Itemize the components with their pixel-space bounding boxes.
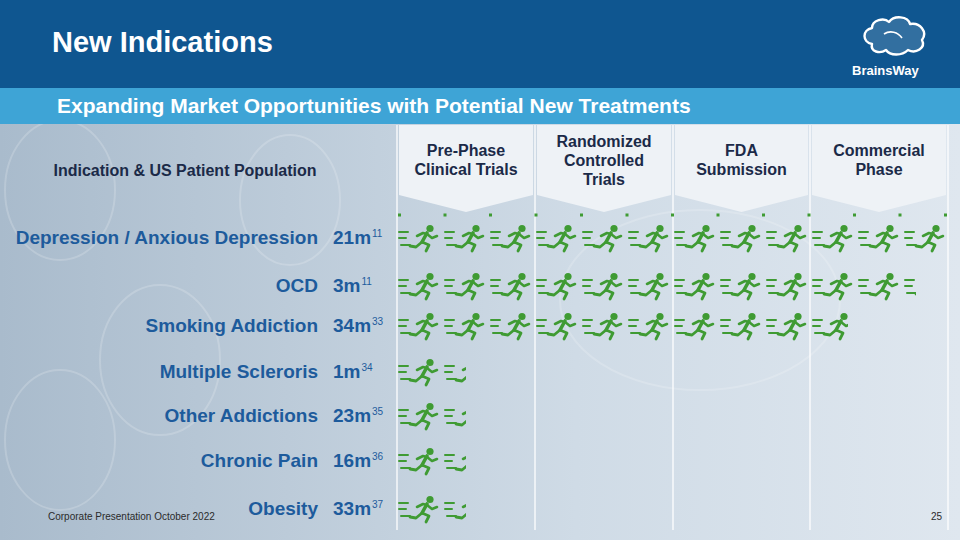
phase-header-text: Pre-Phase Clinical Trials [405, 141, 527, 179]
phase-chevron: Pre-Phase Clinical Trials [399, 125, 533, 212]
progress-bar [398, 494, 466, 524]
population-cell: 16m36 [333, 450, 383, 475]
slide-title: New Indications [52, 26, 273, 59]
column-separators [397, 125, 948, 530]
phase-chevron: Randomized Controlled Trials [537, 125, 671, 212]
title-band [0, 0, 960, 88]
phase-chevron: Commercial Phase [812, 125, 946, 212]
population-value: 33m [333, 498, 371, 519]
chevron-fill [812, 125, 946, 212]
population-cell: 23m35 [333, 405, 383, 430]
population-value: 23m [333, 405, 371, 426]
phase-header-text: Randomized Controlled Trials [543, 132, 665, 189]
chevron-fill [399, 125, 533, 212]
indication-name: OCD [276, 275, 318, 297]
progress-bar [398, 311, 848, 341]
logo-wordmark: BrainsWay [852, 63, 919, 78]
population-cell: 34m33 [333, 315, 383, 340]
dotted-guide [398, 214, 948, 217]
chevron-fill [537, 125, 671, 212]
footnote-ref: 35 [372, 406, 383, 417]
footer-text: Corporate Presentation October 2022 [48, 511, 215, 522]
indication-name: Multiple Scleroris [160, 361, 318, 383]
footnote-ref: 34 [361, 362, 372, 373]
indication-name: Depression / Anxious Depression [16, 227, 318, 249]
progress-bar [398, 401, 466, 431]
footnote-ref: 36 [372, 451, 383, 462]
footnote-ref: 11 [372, 228, 382, 239]
progress-bar [398, 446, 466, 476]
progress-bar [398, 357, 466, 387]
population-cell: 3m11 [333, 275, 372, 300]
indication-name: Smoking Addiction [146, 315, 318, 337]
indication-name: Chronic Pain [201, 450, 318, 472]
population-value: 21m [333, 227, 371, 248]
population-value: 34m [333, 315, 371, 336]
progress-bar [398, 271, 916, 301]
footnote-ref: 33 [372, 316, 383, 327]
phase-header-text: Commercial Phase [818, 141, 940, 179]
population-value: 1m [333, 361, 360, 382]
population-cell: 1m34 [333, 361, 373, 386]
footnote-ref: 37 [372, 499, 383, 510]
phase-chevron: FDA Submission [675, 125, 808, 212]
chevron-fill [675, 125, 808, 212]
population-cell: 21m11 [333, 227, 382, 252]
phase-header-text: FDA Submission [681, 141, 802, 179]
indication-name: Obesity [248, 498, 318, 520]
brain-logo [865, 17, 925, 54]
progress-bar [398, 223, 950, 253]
population-value: 3m [333, 275, 360, 296]
subtitle-band: Expanding Market Opportunities with Pote… [0, 88, 960, 124]
page-number: 25 [931, 511, 942, 522]
population-value: 16m [333, 450, 371, 471]
footnote-ref: 11 [361, 276, 371, 287]
indication-name: Other Addictions [165, 405, 318, 427]
population-cell: 33m37 [333, 498, 383, 523]
row-header: Indication & US Patient Population [53, 162, 316, 180]
progress-bars [398, 223, 950, 524]
subtitle-text: Expanding Market Opportunities with Pote… [57, 93, 950, 119]
